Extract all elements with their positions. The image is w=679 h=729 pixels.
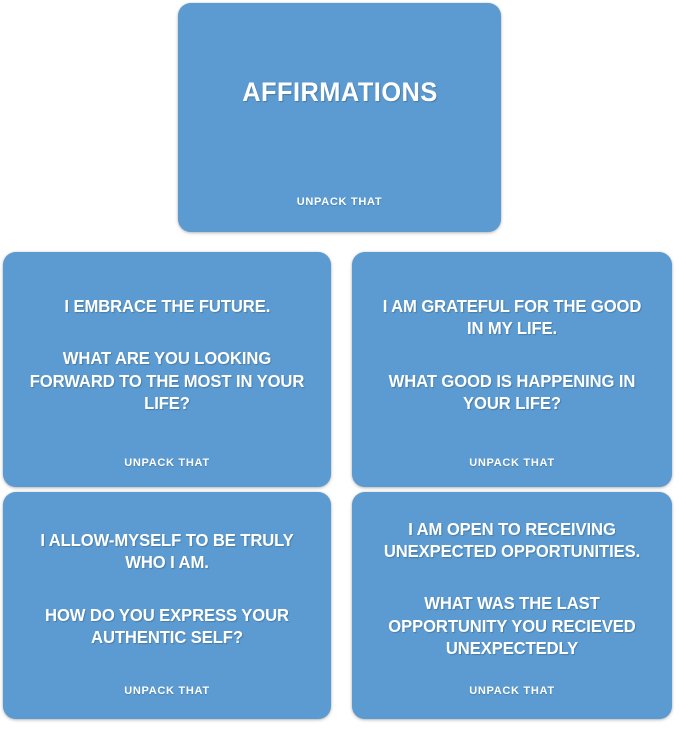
- affirmation-statement: I AM GRATEFUL FOR THE GOOD IN MY LIFE.: [382, 295, 642, 339]
- card-body: I AM GRATEFUL FOR THE GOOD IN MY LIFE. W…: [352, 252, 672, 457]
- cover-card-body: AFFIRMATIONS: [178, 3, 501, 196]
- card-footer-brand: UNPACK THAT: [124, 457, 210, 469]
- reflection-question: WHAT GOOD IS HAPPENING IN YOUR LIFE?: [388, 370, 636, 413]
- card-body: I EMBRACE THE FUTURE. WHAT ARE YOU LOOKI…: [3, 252, 331, 457]
- affirmation-statement: I ALLOW-MYSELF TO BE TRULY WHO I AM.: [40, 529, 294, 573]
- card-footer-brand: UNPACK THAT: [469, 457, 555, 469]
- deck-title: AFFIRMATIONS: [241, 76, 438, 107]
- reflection-question: WHAT ARE YOU LOOKING FORWARD TO THE MOST…: [29, 348, 305, 413]
- affirmation-card-opportunities[interactable]: I AM OPEN TO RECEIVING UNEXPECTED OPPORT…: [352, 492, 672, 719]
- affirmation-statement: I AM OPEN TO RECEIVING UNEXPECTED OPPORT…: [383, 518, 641, 561]
- affirmation-card-grateful[interactable]: I AM GRATEFUL FOR THE GOOD IN MY LIFE. W…: [352, 252, 672, 487]
- card-footer-brand: UNPACK THAT: [296, 196, 383, 208]
- card-body: I ALLOW-MYSELF TO BE TRULY WHO I AM. HOW…: [3, 492, 331, 685]
- affirmation-card-authentic-self[interactable]: I ALLOW-MYSELF TO BE TRULY WHO I AM. HOW…: [3, 492, 331, 719]
- reflection-question: WHAT WAS THE LAST OPPORTUNITY YOU RECIEV…: [388, 593, 636, 659]
- affirmation-card-embrace-future[interactable]: I EMBRACE THE FUTURE. WHAT ARE YOU LOOKI…: [3, 252, 331, 487]
- card-footer-brand: UNPACK THAT: [469, 685, 555, 697]
- affirmation-statement: I EMBRACE THE FUTURE.: [64, 295, 270, 316]
- card-body: I AM OPEN TO RECEIVING UNEXPECTED OPPORT…: [352, 492, 672, 685]
- affirmation-cover-card[interactable]: AFFIRMATIONS UNPACK THAT: [178, 3, 501, 232]
- reflection-question: HOW DO YOU EXPRESS YOUR AUTHENTIC SELF?: [45, 604, 289, 647]
- card-footer-brand: UNPACK THAT: [124, 685, 210, 697]
